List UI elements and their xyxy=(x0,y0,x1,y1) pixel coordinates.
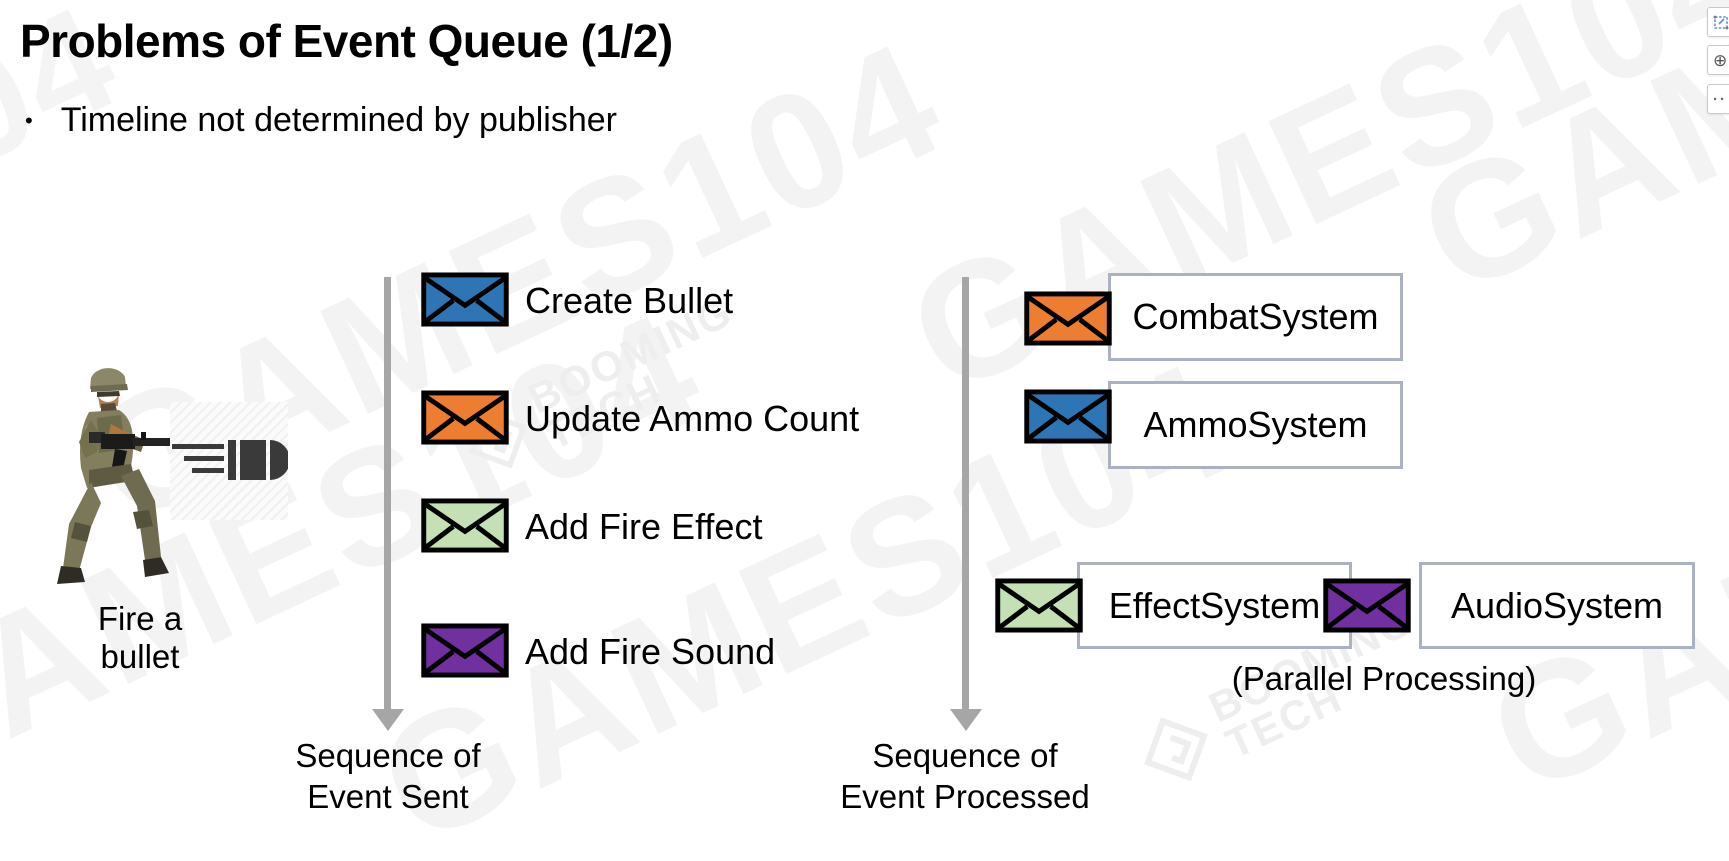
bullet-dot: • xyxy=(25,107,33,133)
envelope-icon xyxy=(421,272,509,327)
system-box-effect: EffectSystem xyxy=(1077,562,1352,649)
processed-axis-label-line2: Event Processed xyxy=(840,778,1090,815)
envelope-icon xyxy=(1323,578,1411,633)
processed-axis-label-line1: Sequence of xyxy=(872,737,1058,774)
bullet-text: Timeline not determined by publisher xyxy=(60,101,617,139)
processed-timeline-arrow xyxy=(962,277,969,710)
ellipsis-icon: ·· xyxy=(1713,90,1727,108)
envelope-icon xyxy=(421,498,509,553)
sent-axis-label-line2: Event Sent xyxy=(307,778,469,815)
zoom-tool-button[interactable]: ⊕ xyxy=(1707,45,1729,75)
envelope-icon xyxy=(1024,291,1112,346)
processed-timeline-arrowhead xyxy=(950,709,982,731)
actor-caption: Fire a bullet xyxy=(97,600,183,675)
envelope-icon xyxy=(421,623,509,678)
system-box-ammo: AmmoSystem xyxy=(1108,381,1403,469)
fired-bullet-image xyxy=(170,402,288,520)
event-label: Update Ammo Count xyxy=(525,398,860,439)
envelope-icon xyxy=(995,578,1083,633)
system-box-audio: AudioSystem xyxy=(1419,562,1695,649)
booming-tech-logo-icon xyxy=(1143,717,1208,782)
event-label: Create Bullet xyxy=(525,280,734,321)
zoom-in-icon: ⊕ xyxy=(1713,50,1728,70)
bullet-item: • Timeline not determined by publisher xyxy=(25,101,617,140)
system-label: CombatSystem xyxy=(1132,296,1379,337)
sent-axis-label: Sequence of Event Sent xyxy=(238,735,538,817)
bullet-icon xyxy=(172,440,288,480)
event-label: Add Fire Sound xyxy=(525,631,776,672)
page-title: Problems of Event Queue (1/2) xyxy=(20,15,673,67)
system-label: EffectSystem xyxy=(1108,584,1321,626)
system-label: AmmoSystem xyxy=(1143,404,1368,445)
sent-axis-label-line1: Sequence of xyxy=(295,737,481,774)
soldier-image xyxy=(57,368,171,584)
sent-timeline-arrowhead xyxy=(372,709,404,731)
envelope-icon xyxy=(421,390,509,445)
system-box-combat: CombatSystem xyxy=(1108,273,1403,361)
system-label: AudioSystem xyxy=(1450,584,1664,626)
parallel-processing-note: (Parallel Processing) xyxy=(1231,660,1537,697)
processed-axis-label: Sequence of Event Processed xyxy=(815,735,1115,817)
snip-icon xyxy=(1713,15,1729,29)
more-options-button[interactable]: ·· xyxy=(1707,84,1729,114)
snip-tool-button[interactable] xyxy=(1707,7,1729,37)
watermark-games104: GAMES104 xyxy=(1463,275,1729,829)
envelope-icon xyxy=(1024,389,1112,444)
event-label: Add Fire Effect xyxy=(525,506,763,547)
sent-timeline-arrow xyxy=(384,277,391,710)
